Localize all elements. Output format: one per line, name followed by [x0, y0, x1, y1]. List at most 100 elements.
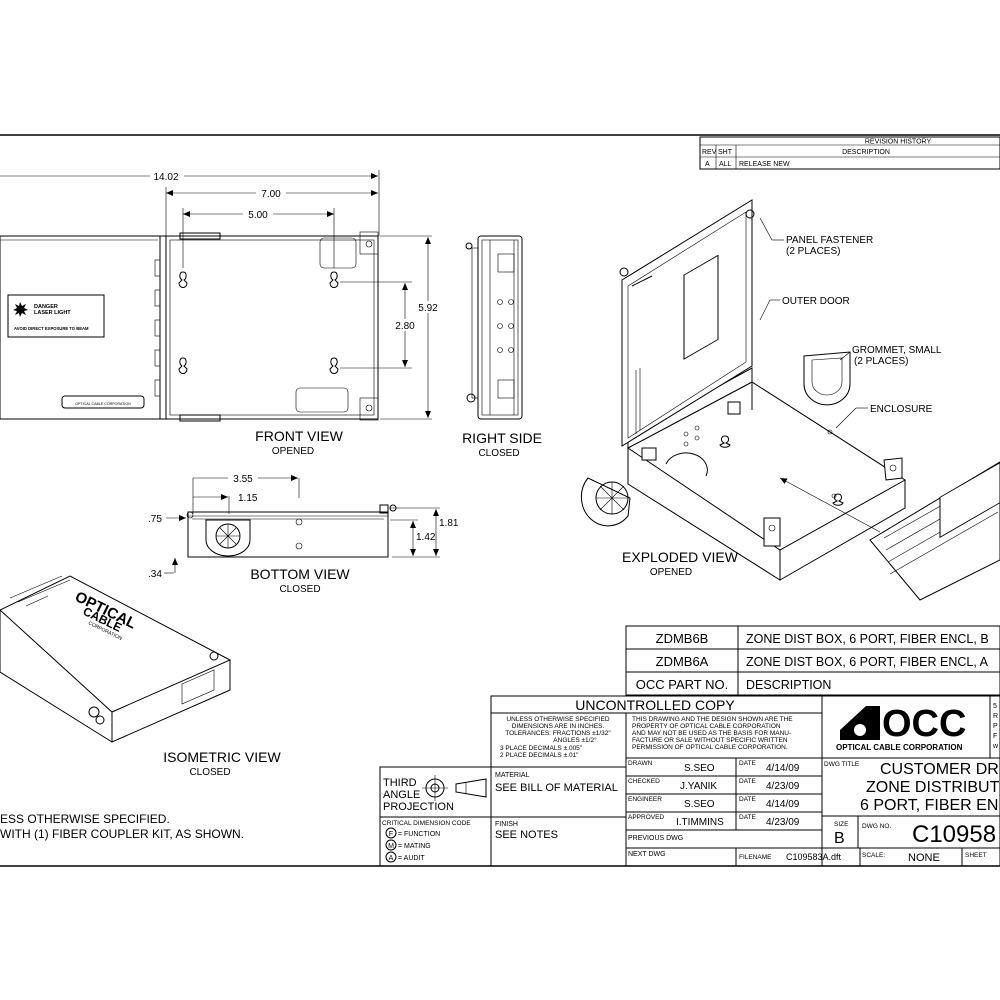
tol-line-1: UNLESS OTHERWISE SPECIFIED [506, 716, 609, 723]
label-laser-light: LASER LIGHT [34, 310, 71, 316]
notes: ESS OTHERWISE SPECIFIED. WITH (1) FIBER … [0, 812, 244, 841]
dim-5-92: 5.92 [418, 303, 438, 314]
filename-value: C109583A.dft [786, 852, 842, 862]
sig-name-drawn: S.SEO [684, 763, 715, 774]
sht-col-header: SHT [718, 149, 733, 156]
tol-line-3: TOLERANCES: FRACTIONS ±1/32" [505, 730, 611, 737]
addr-2: R [993, 713, 998, 720]
scale-value: NONE [908, 852, 940, 864]
addr-4: F [993, 733, 997, 740]
rev-col-header: REV [702, 149, 717, 156]
logo-subtitle: OPTICAL CABLE CORPORATION [836, 743, 963, 752]
sig-role-checked: CHECKED [628, 778, 660, 785]
keyhole-slot-icon [329, 271, 339, 288]
exploded-view-title: EXPLODED VIEW [622, 549, 739, 565]
sheet-label: SHEET [965, 852, 987, 859]
bottom-view-subtitle: CLOSED [279, 584, 320, 595]
callout-grommet: GROMMET, SMALL [852, 345, 942, 356]
callout-grommet-qty: (2 PLACES) [854, 356, 908, 367]
logo-text: OCC [882, 703, 966, 745]
dwg-title-2: ZONE DISTRIBUT [866, 779, 1000, 796]
keyhole-slot-icon [832, 493, 844, 506]
callout-panel-fastener-qty: (2 PLACES) [786, 246, 840, 257]
callout-panel-fastener: PANEL FASTENER [786, 235, 873, 246]
finish-label: FINISH [495, 821, 518, 828]
addr-1: 5 [993, 703, 997, 710]
right-side-subtitle: CLOSED [478, 448, 519, 459]
dim-1-81: 1.81 [439, 518, 459, 529]
callout-outer-door: OUTER DOOR [782, 296, 850, 307]
front-view-subtitle: OPENED [272, 446, 314, 457]
dim-075: .75 [148, 514, 162, 525]
front-view: 14.02 7.00 5.00 DANGER LASER LIGHT AVOID… [0, 170, 442, 457]
laser-starburst-icon [13, 302, 28, 317]
bottom-view: 3.55 1.15 .75 .34 1.81 1.42 BOTTOM VIE [148, 472, 459, 595]
previous-dwg: PREVIOUS DWG [628, 835, 683, 842]
note-line-1: ESS OTHERWISE SPECIFIED. [0, 812, 170, 826]
right-side-title: RIGHT SIDE [462, 430, 542, 446]
sig-date-label-checked: DATE [739, 778, 757, 785]
addr-3: P [993, 723, 998, 730]
svg-text:F: F [389, 831, 393, 838]
sig-date-approved: 4/23/09 [766, 817, 800, 828]
dwg-title-1: CUSTOMER DR [880, 761, 999, 778]
dwg-title-label: DWG TITLE [824, 761, 860, 768]
svg-text:M: M [388, 843, 394, 850]
iso-view-title: ISOMETRIC VIEW [163, 749, 281, 765]
callout-enclosure: ENCLOSURE [870, 404, 933, 415]
sht-value: ALL [719, 161, 732, 168]
label-danger: DANGER [34, 304, 58, 310]
part-no-2: ZDMB6A [656, 654, 709, 669]
sig-date-drawn: 4/14/09 [766, 763, 800, 774]
prop-line-3: AND MAY NOT BE USED AS THE BASIS FOR MAN… [632, 730, 791, 737]
sig-date-label-approved: DATE [739, 814, 757, 821]
sig-date-checked: 4/23/09 [766, 781, 800, 792]
dim-1-15: 1.15 [238, 493, 258, 504]
uncontrolled-copy: UNCONTROLLED COPY [575, 697, 735, 713]
revision-title: REVISION HISTORY [865, 139, 932, 146]
sig-date-label-drawn: DATE [739, 760, 757, 767]
rev-value: A [705, 161, 710, 168]
sig-name-checked: J.YANIK [680, 781, 717, 792]
part-desc-2: ZONE DIST BOX, 6 PORT, FIBER ENCL, A [746, 655, 989, 669]
prop-line-5: PERMISSION OF OPTICAL CABLE CORPORATION. [632, 744, 788, 751]
isometric-view: OPTICAL CABLE CORPORATION ISOMETRIC VIEW… [0, 575, 282, 778]
part-desc-header: DESCRIPTION [746, 678, 831, 692]
iso-view-subtitle: CLOSED [189, 767, 230, 778]
sig-role-approved: APPROVED [628, 814, 664, 821]
part-no-1: ZDMB6B [656, 631, 709, 646]
bottom-view-title: BOTTOM VIEW [250, 566, 350, 582]
crit-function: = FUNCTION [398, 831, 440, 838]
part-no-header: OCC PART NO. [636, 677, 728, 692]
third-angle-1: THIRD [383, 777, 417, 789]
dim-7-00: 7.00 [261, 189, 281, 200]
sig-role-drawn: DRAWN [628, 760, 653, 767]
sig-date-engineer: 4/14/09 [766, 799, 800, 810]
dwg-title-3: 6 PORT, FIBER EN [860, 797, 998, 814]
sig-name-approved: I.TIMMINS [676, 817, 724, 828]
nameplate-text: OPTICAL CABLE CORPORATION [75, 402, 131, 406]
dim-2-80: 2.80 [395, 321, 415, 332]
keyhole-slot-icon [178, 357, 188, 374]
revision-history-table: REVISION HISTORY REV SHT DESCRIPTION A A… [699, 136, 1000, 170]
dwg-no-label: DWG NO. [862, 823, 891, 830]
keyhole-slot-icon [329, 357, 339, 374]
occ-logo: OCC OPTICAL CABLE CORPORATION [836, 703, 966, 752]
dim-3-55: 3.55 [233, 474, 253, 485]
prop-line-4: FACTURE OR SALE WITHOUT SPECIFIC WRITTEN [632, 737, 788, 744]
parts-list: ZDMB6B ZONE DIST BOX, 6 PORT, FIBER ENCL… [625, 625, 1000, 696]
tol-line-5: 3 PLACE DECIMALS ±.005" [500, 745, 583, 752]
tol-line-2: DIMENSIONS ARE IN INCHES. [512, 723, 605, 730]
dim-034: .34 [148, 569, 162, 580]
third-angle-projection-icon [422, 775, 487, 801]
prop-line-1: THIS DRAWING AND THE DESIGN SHOWN ARE TH… [632, 716, 793, 723]
keyhole-slot-icon [719, 435, 731, 448]
svg-text:A: A [389, 855, 394, 862]
finish-value: SEE NOTES [495, 829, 558, 841]
third-angle-2: ANGLE [383, 789, 420, 801]
scale-label: SCALE: [862, 852, 885, 859]
crit-dim-code: CRITICAL DIMENSION CODE [382, 820, 471, 827]
size-value: B [834, 830, 845, 847]
